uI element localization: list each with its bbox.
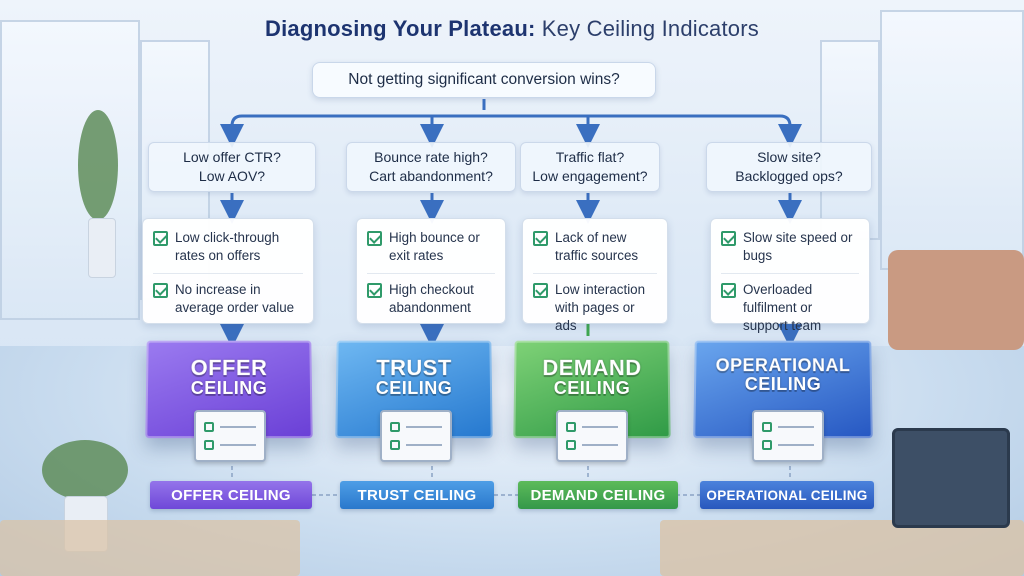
plant-bottom-leaves — [42, 440, 128, 500]
checkbox-icon — [153, 283, 168, 299]
question-trust: Bounce rate high? Cart abandonment? — [346, 142, 516, 192]
indicator-demand-1: Lack of new traffic sources — [533, 229, 657, 264]
label-operational-ceiling: OPERATIONAL CEILING — [700, 481, 874, 509]
question-operational-line2: Backlogged ops? — [735, 168, 843, 184]
checkbox-icon — [153, 231, 168, 246]
desk-left — [0, 520, 300, 576]
window-right — [880, 10, 1024, 270]
checkbox-icon — [367, 231, 382, 246]
indicator-card-demand: Lack of new traffic sources Low interact… — [522, 218, 668, 333]
checklist-icon — [556, 410, 628, 462]
checkbox-icon — [721, 283, 736, 299]
indicator-demand-2: Low interaction with pages or ads — [533, 273, 657, 334]
indicator-operational-2: Overloaded fulfilment or support team — [721, 273, 859, 334]
root-question: Not getting significant conversion wins? — [312, 62, 656, 98]
checklist-icon — [380, 410, 452, 462]
label-demand-ceiling: DEMAND CEILING — [518, 481, 678, 509]
question-offer: Low offer CTR? Low AOV? — [148, 142, 316, 192]
checkbox-icon — [533, 283, 548, 299]
indicator-trust-2: High checkout abandonment — [367, 273, 495, 316]
indicator-offer-1: Low click-through rates on offers — [153, 229, 303, 264]
question-demand: Traffic flat? Low engagement? — [520, 142, 660, 192]
question-trust-line1: Bounce rate high? — [374, 149, 488, 166]
checklist-icon — [194, 410, 266, 462]
page-title: Diagnosing Your Plateau: Key Ceiling Ind… — [265, 16, 759, 41]
question-trust-line2: Cart abandonment? — [369, 168, 493, 184]
window-right-2 — [820, 40, 880, 240]
indicator-card-trust: High bounce or exit rates High checkout … — [356, 218, 506, 324]
indicator-operational-1: Slow site speed or bugs — [721, 229, 859, 264]
indicator-offer-2: No increase in average order value — [153, 273, 303, 316]
question-operational-line1: Slow site? — [757, 149, 821, 166]
indicator-card-operational: Slow site speed or bugs Overloaded fulfi… — [710, 218, 870, 333]
monitor — [892, 428, 1010, 528]
indicator-card-offer: Low click-through rates on offers No inc… — [142, 218, 314, 324]
checkbox-icon — [721, 231, 736, 246]
window-left — [0, 20, 140, 320]
question-demand-line1: Traffic flat? — [555, 149, 625, 166]
desk-right — [660, 520, 1024, 576]
plant-left-pot — [88, 218, 116, 278]
checkbox-icon — [533, 231, 548, 246]
checklist-icon — [752, 410, 824, 462]
indicator-trust-1: High bounce or exit rates — [367, 229, 495, 264]
question-demand-line2: Low engagement? — [532, 168, 648, 184]
label-trust-ceiling: TRUST CEILING — [340, 481, 494, 509]
label-offer-ceiling: OFFER CEILING — [150, 481, 312, 509]
checkbox-icon — [367, 283, 382, 299]
question-offer-line2: Low AOV? — [198, 168, 266, 184]
question-operational: Slow site? Backlogged ops? — [706, 142, 872, 192]
question-offer-line1: Low offer CTR? — [183, 149, 281, 166]
sofa — [888, 250, 1024, 350]
plant-left-leaves — [78, 110, 118, 220]
